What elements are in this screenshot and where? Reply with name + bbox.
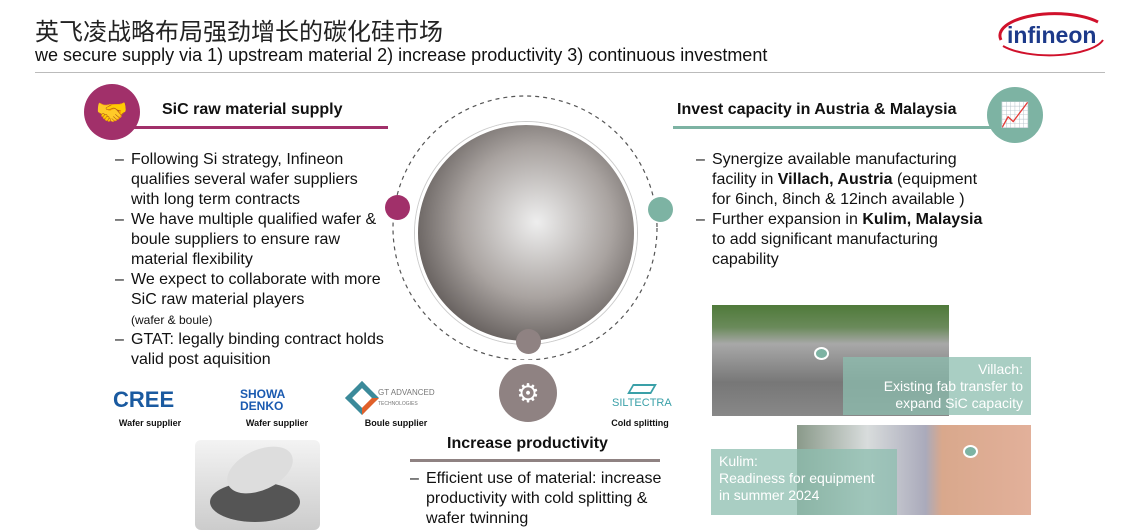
handshake-icon: 🤝 — [84, 84, 140, 140]
growth-chart-icon: 📈 — [987, 87, 1043, 143]
page-title: 英飞凌战略布局强劲增长的碳化硅市场 — [35, 18, 443, 46]
bullet: Efficient use of material: increase prod… — [410, 469, 670, 529]
bullet: Synergize available manufacturing facili… — [696, 150, 996, 210]
divider — [35, 72, 1105, 73]
magenta-dot — [385, 195, 410, 220]
location-marker — [963, 445, 978, 458]
section-heading-raw-material: SiC raw material supply — [162, 101, 343, 118]
section-heading-invest: Invest capacity in Austria & Malaysia — [677, 101, 957, 118]
supplier-caption: Boule supplier — [364, 418, 428, 428]
invest-bullets: Synergize available manufacturing facili… — [696, 150, 996, 270]
bullet: Further expansion in Kulim, Malaysia to … — [696, 210, 996, 270]
productivity-bullets: Efficient use of material: increase prod… — [410, 469, 670, 529]
supplier-caption: Wafer supplier — [118, 418, 182, 428]
showa-denko-logo: SHOWA DENKO — [240, 387, 285, 413]
gray-dot — [516, 329, 541, 354]
wafer-image — [195, 437, 320, 530]
bullet: Following Si strategy, Infineon qualifie… — [115, 150, 385, 210]
layers-icon — [626, 384, 657, 394]
heading-underline — [673, 126, 991, 129]
siltectra-logo: SILTECTRA — [612, 384, 672, 409]
bullet: We have multiple qualified wafer & boule… — [115, 210, 385, 270]
supplier-caption: Cold splitting — [611, 418, 669, 428]
bullet: GTAT: legally binding contract holds val… — [115, 330, 385, 370]
fab-robot-photo — [415, 122, 637, 344]
section-heading-productivity: Increase productivity — [447, 435, 608, 452]
robot-arm-icon: ⚙ — [499, 364, 557, 422]
page-subtitle: we secure supply via 1) upstream materia… — [35, 45, 768, 65]
cree-logo: CREE — [113, 387, 175, 412]
heading-underline — [410, 459, 660, 462]
heading-underline — [130, 126, 388, 129]
teal-dot — [648, 197, 673, 222]
location-marker — [814, 347, 829, 360]
raw-material-bullets: Following Si strategy, Infineon qualifie… — [115, 150, 385, 370]
supplier-caption: Wafer supplier — [245, 418, 309, 428]
bullet: We expect to collaborate with more SiC r… — [115, 270, 385, 330]
gt-icon — [345, 381, 379, 415]
infineon-logo: infineon — [993, 10, 1108, 58]
dashed-cycle-arc — [392, 95, 658, 360]
